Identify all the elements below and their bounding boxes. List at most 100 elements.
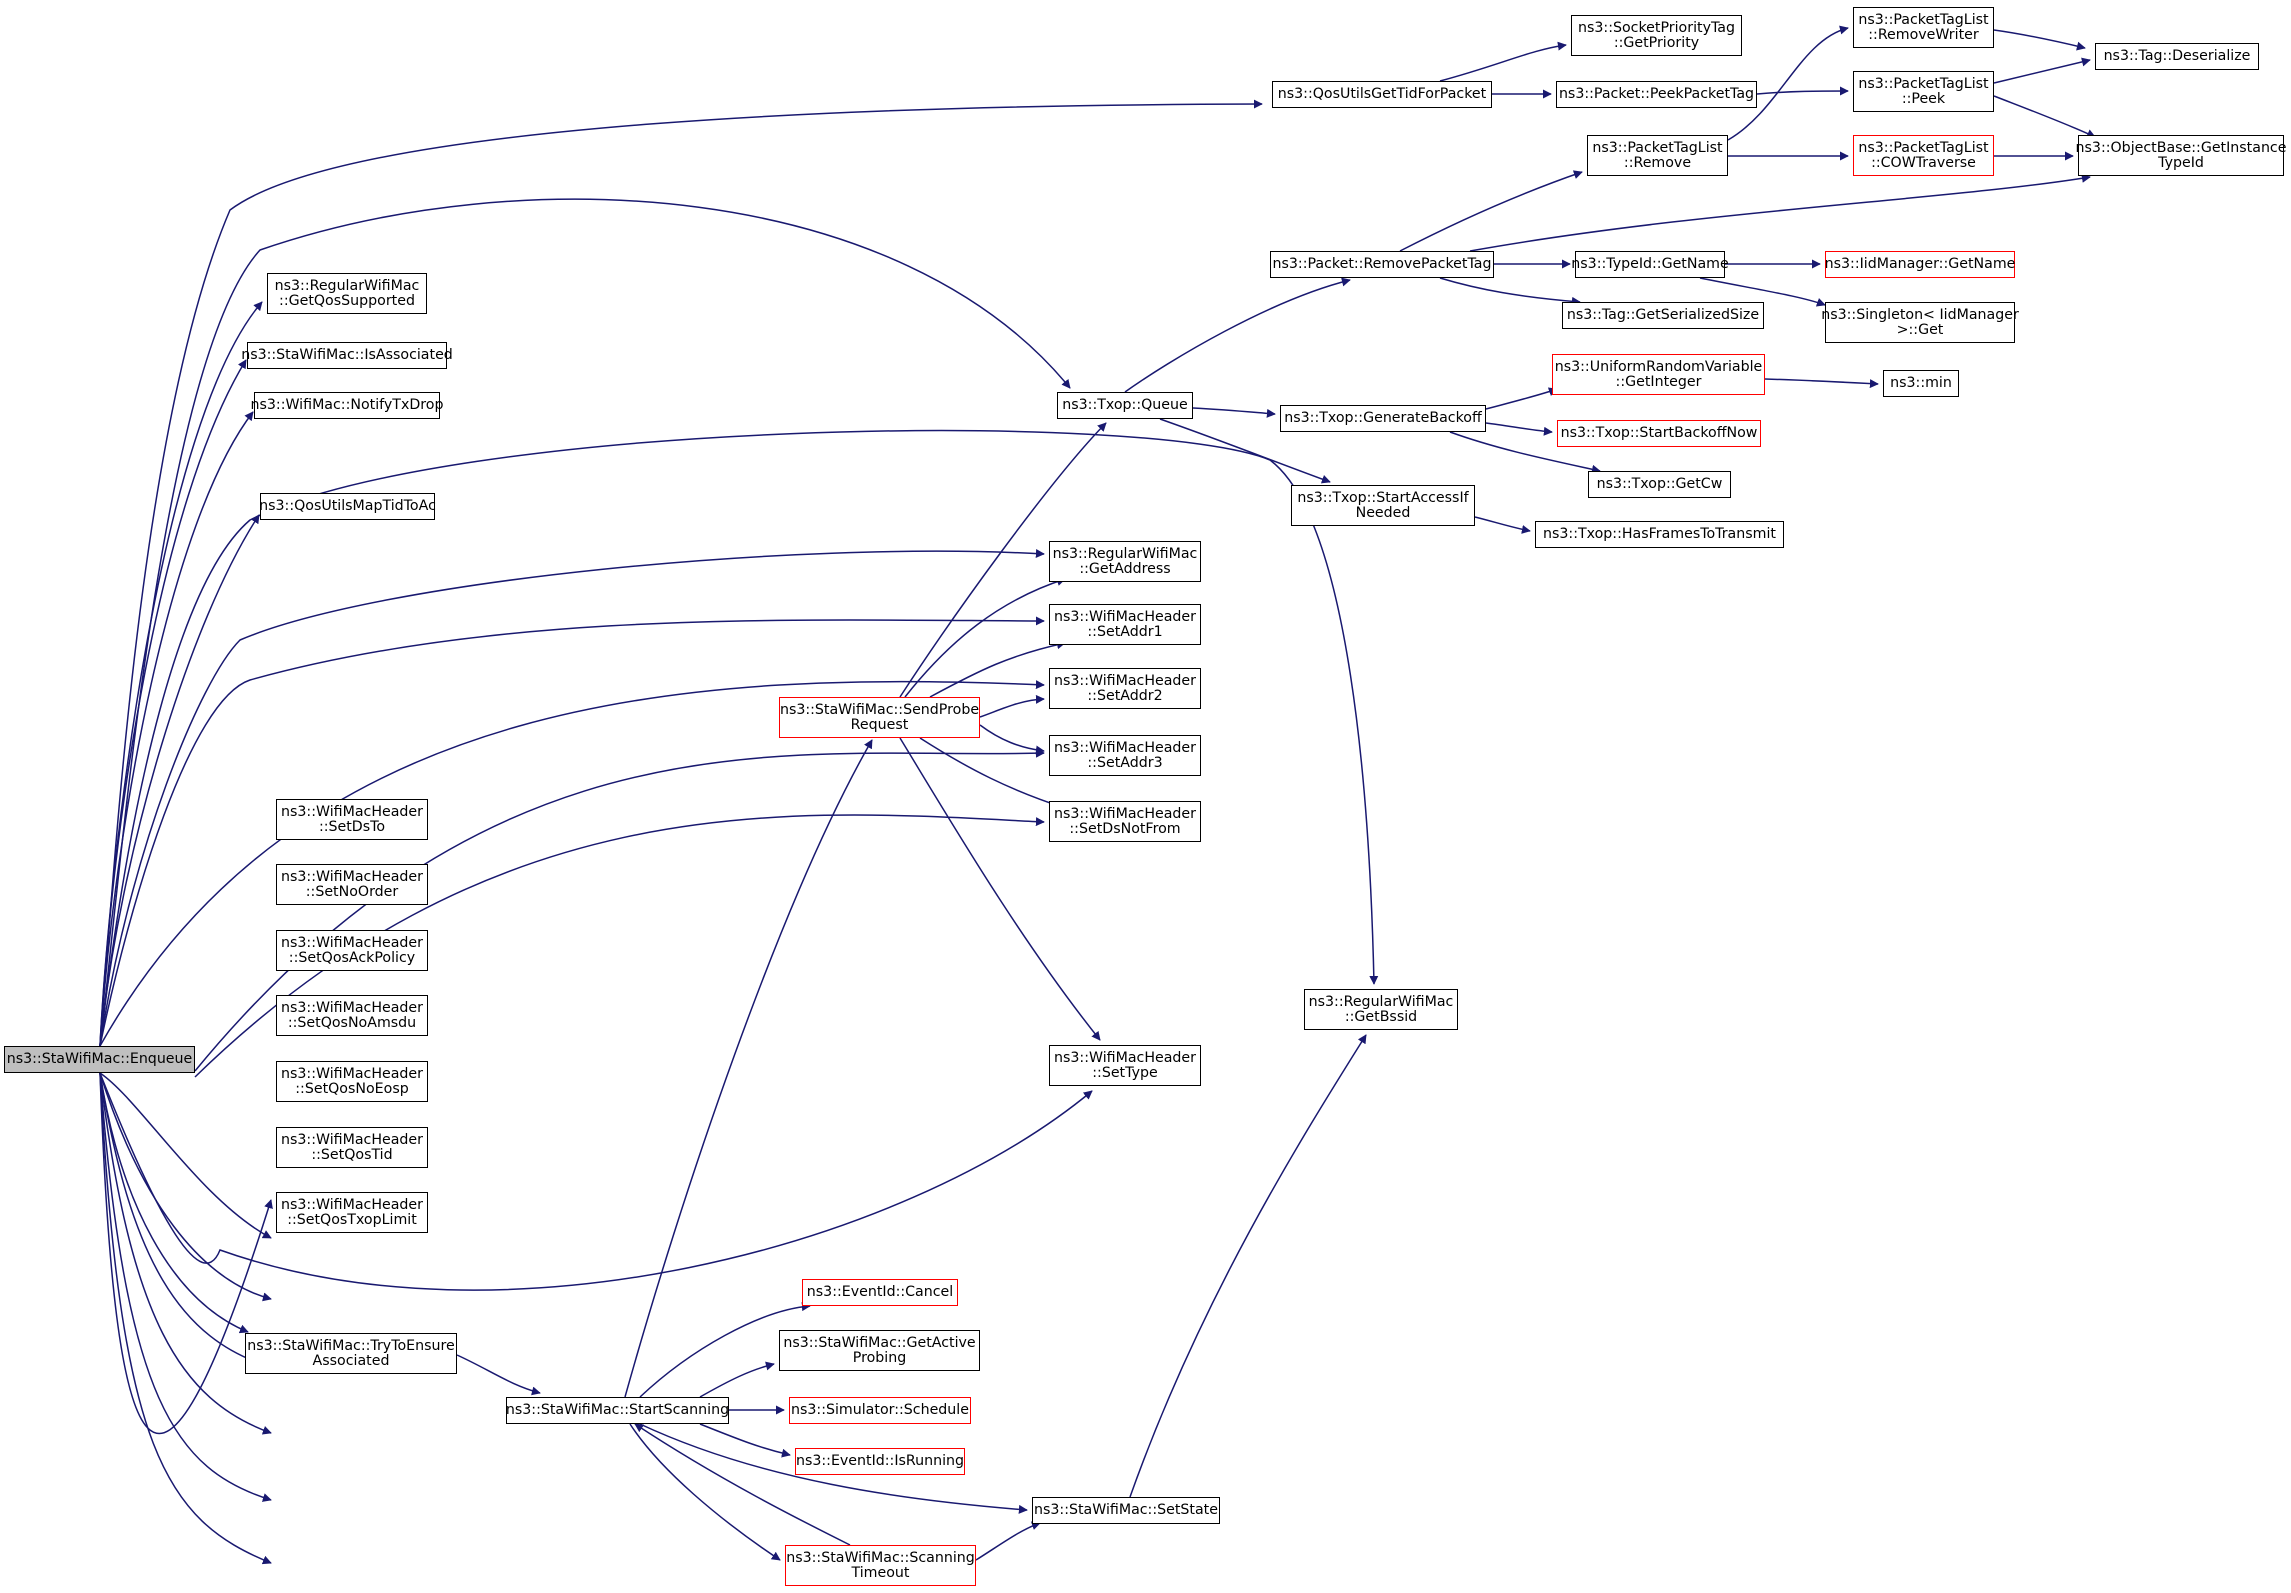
node-label: ns3::WifiMac::NotifyTxDrop xyxy=(250,397,444,413)
edge-send_probe-to-txop_queue xyxy=(899,422,1107,698)
edge-txop_queue-to-generate_backoff xyxy=(1192,407,1276,418)
edge-remove_packet_tag-to-tag_serialized_size xyxy=(1439,277,1581,306)
edge-enqueue-to-get_bssid xyxy=(99,429,1379,1047)
node-eventid-cancel[interactable]: ns3::EventId::Cancel xyxy=(802,1279,958,1306)
node-start-scanning[interactable]: ns3::StaWifiMac::StartScanning xyxy=(506,1397,729,1424)
edge-ptl_peek-to-tag_deserialize xyxy=(1993,57,2091,84)
node-label: ns3::Tag::Deserialize xyxy=(2103,48,2251,64)
node-set-ds-to[interactable]: ns3::WifiMacHeader::SetDsTo xyxy=(276,799,428,840)
node-label: ns3::WifiMacHeader xyxy=(1054,1049,1196,1066)
node-has-frames[interactable]: ns3::Txop::HasFramesToTransmit xyxy=(1535,521,1784,548)
node-uniform-getinteger[interactable]: ns3::UniformRandomVariable::GetInteger xyxy=(1552,354,1765,395)
edge-scanning_timeout-to-start_scanning xyxy=(634,1423,851,1546)
node-label: ::Remove xyxy=(1623,154,1692,171)
node-label: ns3::IidManager::GetName xyxy=(1824,256,2016,272)
node-label: ns3::WifiMacHeader xyxy=(1054,805,1196,822)
node-start-backoff-now[interactable]: ns3::Txop::StartBackoffNow xyxy=(1557,420,1761,447)
edge-remove_packet_tag-to-ptl_remove xyxy=(1399,170,1583,252)
node-tag-serialized-size[interactable]: ns3::Tag::GetSerializedSize xyxy=(1562,302,1764,329)
edge-send_probe-to-get_address xyxy=(904,577,1066,698)
node-ptl-cow[interactable]: ns3::PacketTagList::COWTraverse xyxy=(1853,135,1994,176)
node-label: ::GetPriority xyxy=(1613,34,1700,51)
node-remove-packet-tag[interactable]: ns3::Packet::RemovePacketTag xyxy=(1270,251,1494,278)
node-label: ns3::StaWifiMac::GetActive xyxy=(783,1334,976,1351)
node-ptl-remove[interactable]: ns3::PacketTagList::Remove xyxy=(1587,135,1728,176)
node-label: ns3::WifiMacHeader xyxy=(281,1196,423,1213)
node-label: ns3::WifiMacHeader xyxy=(1054,608,1196,625)
node-ns3-min[interactable]: ns3::min xyxy=(1883,370,1959,397)
node-map-tid-to-ac[interactable]: ns3::QosUtilsMapTidToAc xyxy=(259,493,436,520)
node-set-qos-tid[interactable]: ns3::WifiMacHeader::SetQosTid xyxy=(276,1127,428,1168)
edge-qos_tid_for_packet-to-socket_priority xyxy=(1439,41,1567,82)
node-iid-getname[interactable]: ns3::IidManager::GetName xyxy=(1825,251,2015,278)
node-set-type[interactable]: ns3::WifiMacHeader::SetType xyxy=(1049,1045,1201,1086)
node-label: ns3::QosUtilsGetTidForPacket xyxy=(1277,86,1487,102)
node-peek-packet-tag[interactable]: ns3::Packet::PeekPacketTag xyxy=(1556,81,1757,108)
node-socket-priority[interactable]: ns3::SocketPriorityTag::GetPriority xyxy=(1571,15,1742,56)
node-label: ::SetType xyxy=(1092,1064,1158,1081)
node-notify-tx-drop[interactable]: ns3::WifiMac::NotifyTxDrop xyxy=(251,392,444,419)
node-label: ns3::Simulator::Schedule xyxy=(791,1402,969,1418)
node-set-addr1[interactable]: ns3::WifiMacHeader::SetAddr1 xyxy=(1049,604,1201,645)
node-set-ds-not-from[interactable]: ns3::WifiMacHeader::SetDsNotFrom xyxy=(1049,801,1201,842)
node-ptl-remove-writer[interactable]: ns3::PacketTagList::RemoveWriter xyxy=(1853,7,1994,48)
node-label: ns3::ObjectBase::GetInstance xyxy=(2075,139,2287,156)
node-txop-getcw[interactable]: ns3::Txop::GetCw xyxy=(1588,471,1731,498)
edge-start_scanning-to-scanning_timeout xyxy=(629,1423,781,1561)
node-simulator-schedule[interactable]: ns3::Simulator::Schedule xyxy=(789,1397,971,1424)
node-enqueue[interactable]: ns3::StaWifiMac::Enqueue xyxy=(4,1046,195,1073)
node-tag-deserialize[interactable]: ns3::Tag::Deserialize xyxy=(2095,43,2259,70)
node-ptl-peek[interactable]: ns3::PacketTagList::Peek xyxy=(1853,71,1994,112)
node-label: ns3::PacketTagList xyxy=(1858,75,1989,92)
node-label: ::SetQosNoEosp xyxy=(295,1080,409,1097)
node-txop-queue[interactable]: ns3::Txop::Queue xyxy=(1057,392,1193,419)
node-set-qos-ack[interactable]: ns3::WifiMacHeader::SetQosAckPolicy xyxy=(276,930,428,971)
node-label: ::SetAddr1 xyxy=(1087,623,1163,640)
node-get-address[interactable]: ns3::RegularWifiMac::GetAddress xyxy=(1049,541,1201,582)
node-get-qos-supported[interactable]: ns3::RegularWifiMac::GetQosSupported xyxy=(267,273,427,314)
node-label: ns3::WifiMacHeader xyxy=(281,1065,423,1082)
node-set-qos-no-eosp[interactable]: ns3::WifiMacHeader::SetQosNoEosp xyxy=(276,1061,428,1102)
edge-enqueue-to-set_qos_tid xyxy=(99,1072,272,1565)
edge-enqueue-to-set_qos_no_eosp xyxy=(99,1072,272,1502)
edge-peek_packet_tag-to-ptl_peek xyxy=(1756,86,1849,96)
edge-generate_backoff-to-start_backoff_now xyxy=(1485,422,1553,436)
edge-enqueue-to-map_tid_to_ac xyxy=(99,514,260,1047)
node-set-addr3[interactable]: ns3::WifiMacHeader::SetAddr3 xyxy=(1049,735,1201,776)
node-set-no-order[interactable]: ns3::WifiMacHeader::SetNoOrder xyxy=(276,864,428,905)
edge-start_scanning-to-get_active_probing xyxy=(699,1361,775,1398)
node-singleton-get[interactable]: ns3::Singleton< IidManager>::Get xyxy=(1821,302,2019,343)
node-label: ns3::PacketTagList xyxy=(1858,139,1989,156)
node-generate-backoff[interactable]: ns3::Txop::GenerateBackoff xyxy=(1280,405,1486,432)
node-label: ::SetDsNotFrom xyxy=(1069,820,1181,837)
edge-enqueue-to-set_no_order xyxy=(99,1072,272,1302)
node-label: ::Peek xyxy=(1901,90,1946,107)
edge-generate_backoff-to-uniform_getinteger xyxy=(1485,387,1558,410)
node-eventid-isrunning[interactable]: ns3::EventId::IsRunning xyxy=(795,1448,965,1475)
node-set-state[interactable]: ns3::StaWifiMac::SetState xyxy=(1032,1497,1220,1524)
node-qos-tid-for-packet[interactable]: ns3::QosUtilsGetTidForPacket xyxy=(1272,81,1492,108)
node-set-qos-txop-limit[interactable]: ns3::WifiMacHeader::SetQosTxopLimit xyxy=(276,1192,428,1233)
node-typeid-getname[interactable]: ns3::TypeId::GetName xyxy=(1571,251,1729,278)
node-label: ns3::Txop::GetCw xyxy=(1596,476,1723,492)
node-label: ::SetQosTid xyxy=(311,1146,393,1163)
edge-send_probe-to-set_addr3 xyxy=(979,724,1045,755)
node-set-addr2[interactable]: ns3::WifiMacHeader::SetAddr2 xyxy=(1049,668,1201,709)
node-label: ::SetDsTo xyxy=(318,818,386,835)
edge-enqueue-to-get_address xyxy=(99,549,1045,1047)
edge-enqueue-to-notify_tx_drop xyxy=(99,411,254,1047)
node-set-qos-no-amsdu[interactable]: ns3::WifiMacHeader::SetQosNoAmsdu xyxy=(276,995,428,1036)
edge-enqueue-to-set_qos_ack xyxy=(99,1072,272,1370)
node-label: ns3::RegularWifiMac xyxy=(274,277,420,294)
node-get-bssid[interactable]: ns3::RegularWifiMac::GetBssid xyxy=(1304,989,1458,1030)
node-is-associated[interactable]: ns3::StaWifiMac::IsAssociated xyxy=(241,342,453,369)
edge-generate_backoff-to-txop_getcw xyxy=(1449,431,1601,474)
edge-send_probe-to-set_type xyxy=(899,737,1101,1041)
edge-remove_packet_tag-to-get_instance_typeid xyxy=(1469,173,2091,252)
